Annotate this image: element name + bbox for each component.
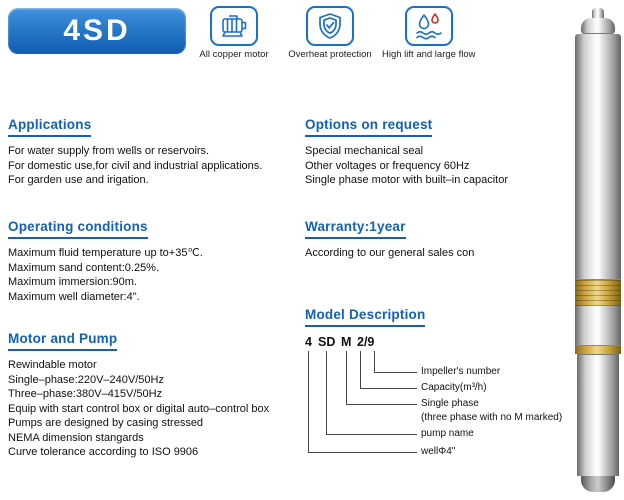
model-code-part: 4 xyxy=(305,335,312,349)
pump-gold-ring xyxy=(575,346,621,354)
shield-check-icon xyxy=(306,6,354,46)
model-code-part: 2/9 xyxy=(357,335,375,349)
callout-connector-line xyxy=(308,351,417,453)
feature-label: High lift and large flow xyxy=(382,49,476,60)
text-line: NEMA dimension stangards xyxy=(8,431,144,444)
callout-label: pump name xyxy=(421,428,474,439)
section-body: According to our general sales con xyxy=(305,246,540,261)
feature-overheat-protection: Overheat protection xyxy=(286,6,374,60)
feature-copper-motor: All copper motor xyxy=(190,6,278,60)
callout-label: wellΦ4" xyxy=(421,446,456,457)
section-title: Motor and Pump xyxy=(8,331,118,351)
section-title: Applications xyxy=(8,117,92,137)
text-line: Maximum well diameter:4". xyxy=(8,290,140,303)
pump-motor-body xyxy=(577,354,619,476)
section-title: Operating conditions xyxy=(8,219,148,239)
product-badge-label: 4SD xyxy=(63,14,131,47)
section-title: Model Description xyxy=(305,307,426,327)
section-applications: Applications For water supply from wells… xyxy=(8,116,308,188)
pump-image xyxy=(574,8,622,494)
pump-gold-coupling xyxy=(575,280,621,306)
product-badge: 4SD xyxy=(8,8,186,54)
text-line: Curve tolerance according to ISO 9906 xyxy=(8,446,199,458)
text-line: Single–phase:220V–240V/50Hz xyxy=(8,373,164,386)
feature-label: Overheat protection xyxy=(288,49,372,60)
motor-icon xyxy=(210,6,258,46)
text-line: Equip with start control box or digital … xyxy=(8,402,270,415)
model-code-diagram: 4 SD M 2/9 Impeller's number Capacity(m³… xyxy=(305,335,620,467)
section-body: For water supply from wells or reservoir… xyxy=(8,144,308,188)
text-line: Maximum immersion:90m. xyxy=(8,276,137,288)
callout-connector-line xyxy=(360,351,417,389)
callout-label: (three phase with no M marked) xyxy=(421,412,563,423)
section-operating-conditions: Operating conditions Maximum fluid tempe… xyxy=(8,218,308,304)
callout-connector-line xyxy=(374,351,417,373)
pump-upper-body xyxy=(575,34,621,280)
model-code-part: M xyxy=(341,335,352,349)
text-line: Rewindable motor xyxy=(8,359,97,371)
callout-label: Impeller's number xyxy=(421,366,501,377)
text-line: For domestic use,for civil and industria… xyxy=(8,159,263,172)
text-line: Single phase motor with built–in capacit… xyxy=(305,174,509,186)
pump-cable-fitting xyxy=(592,8,604,20)
text-line: Other voltages or frequency 60Hz xyxy=(305,159,470,172)
section-options-on-request: Options on request Special mechanical se… xyxy=(305,116,540,188)
text-line: Special mechanical seal xyxy=(305,145,424,157)
pump-mid-body xyxy=(575,306,621,346)
callout-label: Single phase xyxy=(421,398,479,409)
section-body: Maximum fluid temperature up to+35℃. Max… xyxy=(8,246,308,304)
text-line: According to our general sales con xyxy=(305,247,475,259)
section-title: Options on request xyxy=(305,117,433,137)
section-warranty: Warranty:1year According to our general … xyxy=(305,218,540,261)
feature-icons-row: All copper motor Overheat protection xyxy=(190,6,483,60)
water-drops-icon xyxy=(404,6,453,46)
section-title: Warranty:1year xyxy=(305,219,406,239)
callout-connector-line xyxy=(326,351,417,435)
section-body: Rewindable motor Single–phase:220V–240V/… xyxy=(8,358,308,460)
section-model-description: Model Description 4 SD M 2/9 Impeller's … xyxy=(305,306,620,467)
model-code-part: SD xyxy=(318,335,336,349)
callout-label: Capacity(m³/h) xyxy=(421,382,487,393)
section-motor-and-pump: Motor and Pump Rewindable motor Single–p… xyxy=(8,330,308,460)
pump-bottom-cap xyxy=(581,476,615,492)
section-body: Special mechanical seal Other voltages o… xyxy=(305,144,540,188)
text-line: Three–phase:380V–415V/50Hz xyxy=(8,388,163,400)
feature-high-lift: High lift and large flow xyxy=(382,6,475,60)
text-line: Maximum fluid temperature up to+35℃. xyxy=(8,247,203,259)
text-line: For water supply from wells or reservoir… xyxy=(8,145,210,157)
feature-label: All copper motor xyxy=(199,49,269,60)
text-line: For garden use and irigation. xyxy=(8,174,149,186)
text-line: Pumps are designed by casing stressed xyxy=(8,417,204,429)
callout-connector-line xyxy=(346,351,417,405)
text-line: Maximum sand content:0.25%. xyxy=(8,261,160,274)
pump-top-cap xyxy=(581,18,615,34)
